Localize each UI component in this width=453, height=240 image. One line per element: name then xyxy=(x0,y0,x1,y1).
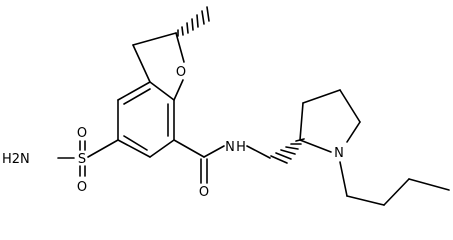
carbonyl-oxygen-label: O xyxy=(199,185,209,200)
bond-benzene-1 xyxy=(117,81,151,101)
sulfonyl-oxygen-bottom-label: O xyxy=(77,180,87,195)
bond-ring-o-c7a xyxy=(173,79,184,101)
amide-hydrogen-label: H xyxy=(236,140,246,155)
bond-pyr-c5-n xyxy=(346,121,361,143)
bond-n-ch2 xyxy=(246,145,271,159)
methyl-hashed-wedge xyxy=(177,6,210,37)
bond-benzene-inner-3 xyxy=(123,135,148,151)
bond-ring-c2-o xyxy=(175,32,185,63)
bonds xyxy=(57,32,450,206)
sulfonamide-nh2-label: H2N xyxy=(2,152,30,167)
sulfonyl-oxygen-top-label: O xyxy=(77,126,87,141)
bond-pyr-n-c2 xyxy=(299,139,332,153)
molecule-structure-diagram: O S O O H2N O N H N xyxy=(2,6,450,206)
bond-ring-to-sulfur xyxy=(87,139,119,158)
bond-benzene-2 xyxy=(149,81,175,101)
bond-butyl-2 xyxy=(346,195,385,206)
sulfur-label: S xyxy=(78,152,86,167)
bond-carbonyl-n xyxy=(203,145,225,158)
bond-pyr-c3-c4 xyxy=(302,89,341,104)
bond-ring-c3-c3a xyxy=(132,44,151,83)
pyrrolidine-nitrogen-label: N xyxy=(334,146,344,161)
bond-butyl-3 xyxy=(383,178,410,206)
ring-oxygen-label: O xyxy=(176,65,186,80)
bond-butyl-1 xyxy=(339,161,348,197)
bond-pyr-c4-c5 xyxy=(339,89,361,123)
pyrrolidine-hashed-wedge xyxy=(270,138,305,164)
bond-pyr-c2-c3 xyxy=(299,102,304,141)
bond-benzene-4 xyxy=(149,139,175,158)
bond-ring-to-carbonyl xyxy=(173,139,205,158)
amide-nitrogen-label: N xyxy=(225,140,235,155)
bond-ring-c2-c3 xyxy=(132,32,177,46)
bond-benzene-5 xyxy=(117,139,151,158)
bond-benzene-inner-1 xyxy=(123,88,151,105)
bond-butyl-4 xyxy=(408,178,450,191)
